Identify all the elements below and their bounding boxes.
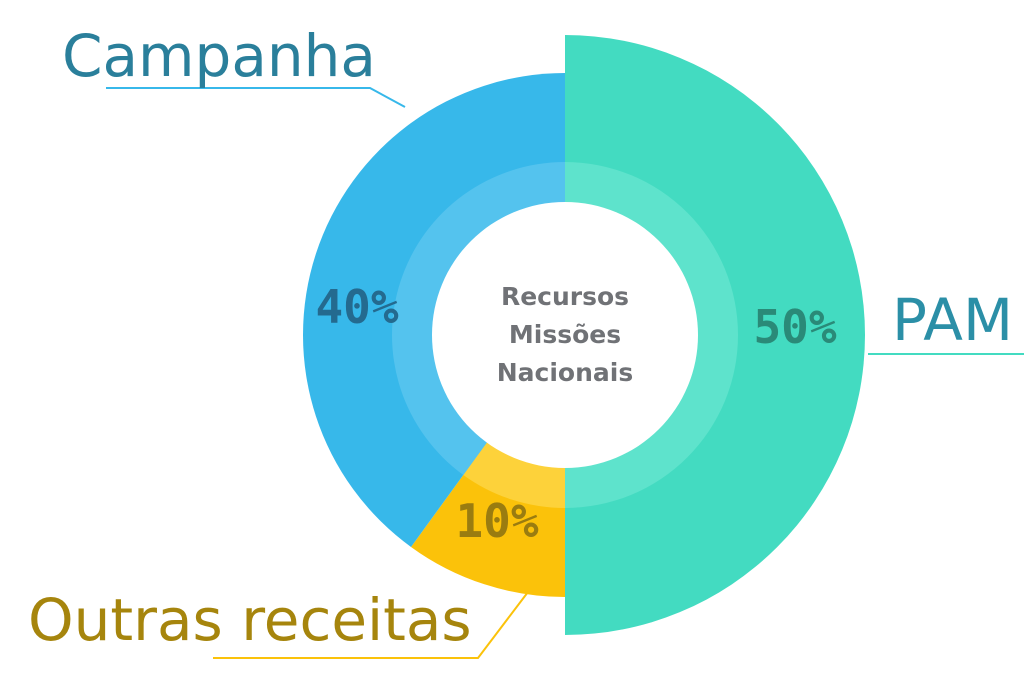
center-title-line-3: Nacionais xyxy=(497,358,633,387)
slice-value-label-pam: 50% xyxy=(753,300,836,354)
slice-value-label-outras-receitas: 10% xyxy=(455,494,538,548)
center-title-line-1: Recursos xyxy=(501,282,629,311)
center-hole xyxy=(432,202,698,468)
center-title-line-2: Missões xyxy=(509,320,621,349)
callout-label-outras-receitas: Outras receitas xyxy=(28,586,472,654)
callout-label-campanha: Campanha xyxy=(62,22,376,90)
slice-value-label-campanha: 40% xyxy=(315,280,398,334)
callout-label-pam: PAM xyxy=(892,286,1013,354)
callout-line-campanha xyxy=(106,87,406,108)
callout-line-outras-receitas xyxy=(213,591,529,659)
